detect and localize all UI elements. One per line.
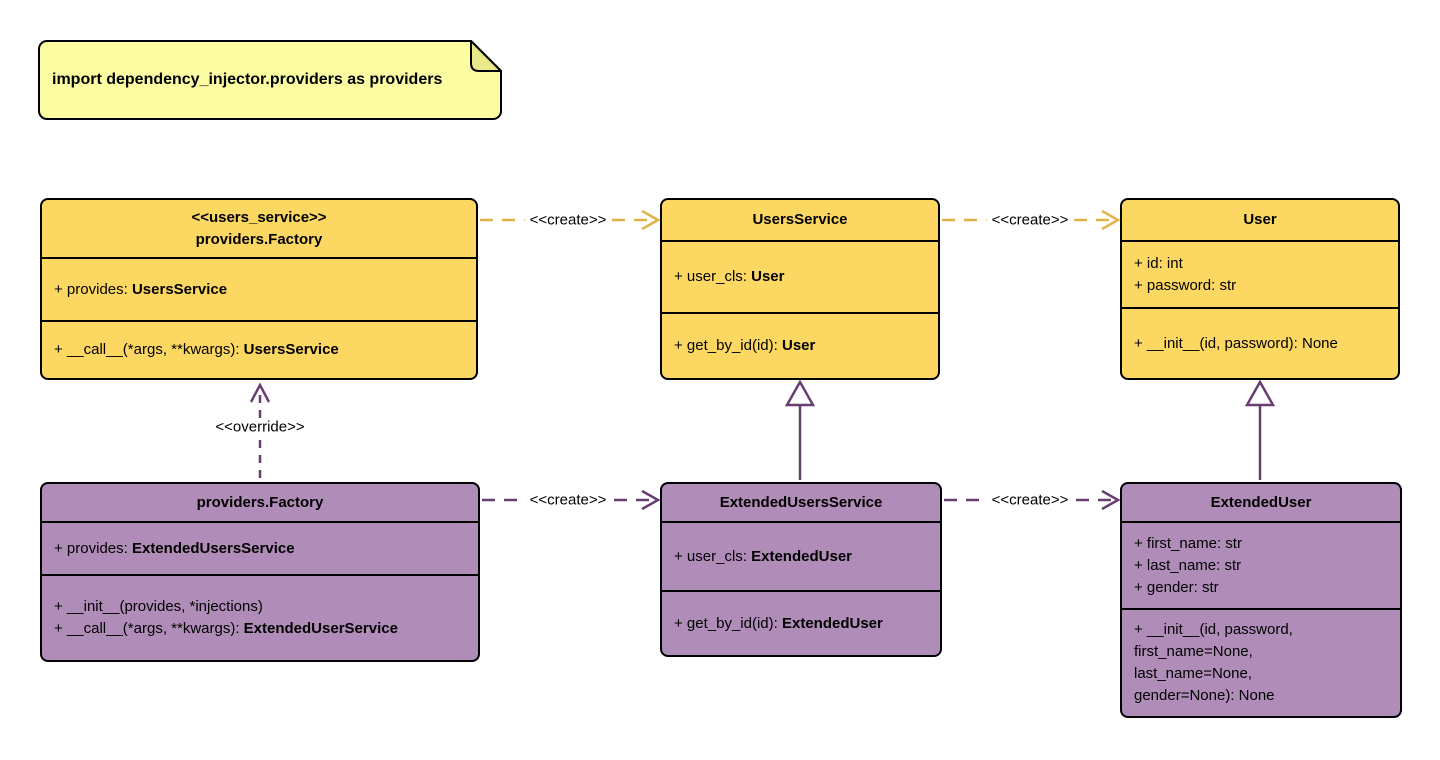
class-box-users-service[interactable]: UsersService + user_cls: User + get_by_i… <box>660 198 940 380</box>
text-line: + __init__(provides, *injections) <box>54 598 263 615</box>
text-line: gender=None): None <box>1134 687 1275 704</box>
class-box-user[interactable]: User + id: int + password: str + __init__… <box>1120 198 1400 380</box>
text-line: + user_cls: User <box>674 268 785 285</box>
text-line: + password: str <box>1134 276 1237 294</box>
class-methods: + __init__(id, password): None <box>1122 307 1398 378</box>
class-attributes: + provides: ExtendedUsersService <box>42 521 478 574</box>
text-line: + user_cls: ExtendedUser <box>674 547 852 565</box>
text-line: User <box>1243 211 1277 228</box>
note-import-statement[interactable]: import dependency_injector.providers as … <box>38 40 502 120</box>
text-line: + get_by_id(id): ExtendedUser <box>674 614 883 632</box>
text-line: providers.Factory <box>195 230 323 248</box>
text-line: ExtendedUsersService <box>719 493 883 511</box>
class-title: ExtendedUsersService <box>662 484 940 521</box>
class-box-extended-users-service[interactable]: ExtendedUsersService + user_cls: Extende… <box>660 482 942 657</box>
class-title: providers.Factory <box>42 484 478 521</box>
text-line: + __init__(id, password, <box>1134 621 1293 638</box>
class-methods: + get_by_id(id): User <box>662 312 938 378</box>
text-line: UsersService <box>752 211 848 228</box>
class-attributes: + user_cls: ExtendedUser <box>662 521 940 590</box>
text-line: + gender: str <box>1134 578 1219 596</box>
text-line: + first_name: str <box>1134 534 1242 552</box>
text-line: first_name=None, <box>1134 643 1253 660</box>
class-methods: + get_by_id(id): ExtendedUser <box>662 590 940 655</box>
create-arrowhead-icon <box>641 489 661 511</box>
note-text: import dependency_injector.providers as … <box>52 71 443 88</box>
create-arrowhead-icon <box>641 209 661 231</box>
class-methods: + __init__(id, password, first_name=None,… <box>1122 608 1400 716</box>
text-line: + id: int <box>1134 254 1183 272</box>
override-arrowhead-icon <box>249 382 271 403</box>
class-methods: + __init__(provides, *injections) + __cal… <box>42 574 478 660</box>
create-arrowhead-icon <box>1101 489 1121 511</box>
class-attributes: + provides: UsersService <box>42 257 476 320</box>
class-methods: + __call__(*args, **kwargs): UsersServic… <box>42 320 476 378</box>
text-line: + __call__(*args, **kwargs): ExtendedUse… <box>54 620 398 637</box>
note-body <box>38 40 502 120</box>
text-line: + provides: ExtendedUsersService <box>54 539 295 557</box>
class-attributes: + first_name: str + last_name: str + gende… <box>1122 521 1400 608</box>
class-box-override-factory[interactable]: providers.Factory + provides: ExtendedUs… <box>40 482 480 662</box>
class-attributes: + user_cls: User <box>662 240 938 312</box>
text-line: + __call__(*args, **kwargs): UsersServic… <box>54 341 339 358</box>
text-line: ExtendedUser <box>1210 493 1312 511</box>
create-label: <<create>> <box>524 491 612 509</box>
class-title: User <box>1122 200 1398 240</box>
create-label: <<create>> <box>986 211 1074 229</box>
inheritance-triangle-icon <box>784 379 816 407</box>
text-line: + __init__(id, password): None <box>1134 334 1338 352</box>
create-arrowhead-icon <box>1101 209 1121 231</box>
class-box-extended-user[interactable]: ExtendedUser + first_name: str + last_nam… <box>1120 482 1402 718</box>
note-fold-corner <box>470 40 502 72</box>
create-label: <<create>> <box>524 211 612 229</box>
override-label: <<override>> <box>210 418 310 436</box>
text-line: + provides: UsersService <box>54 280 228 298</box>
class-title: <<users_service>> providers.Factory <box>42 200 476 257</box>
text-line: + last_name: str <box>1134 556 1242 574</box>
class-title: UsersService <box>662 200 938 240</box>
inheritance-triangle-icon <box>1244 379 1276 407</box>
text-line: <<users_service>> <box>191 208 327 226</box>
class-title: ExtendedUser <box>1122 484 1400 521</box>
text-line: last_name=None, <box>1134 665 1252 682</box>
class-box-users-service-factory[interactable]: <<users_service>> providers.Factory + pro… <box>40 198 478 380</box>
text-line: providers.Factory <box>196 493 324 511</box>
class-attributes: + id: int + password: str <box>1122 240 1398 307</box>
note-shape <box>38 40 502 120</box>
create-label: <<create>> <box>986 491 1074 509</box>
text-line: + get_by_id(id): User <box>674 337 816 354</box>
